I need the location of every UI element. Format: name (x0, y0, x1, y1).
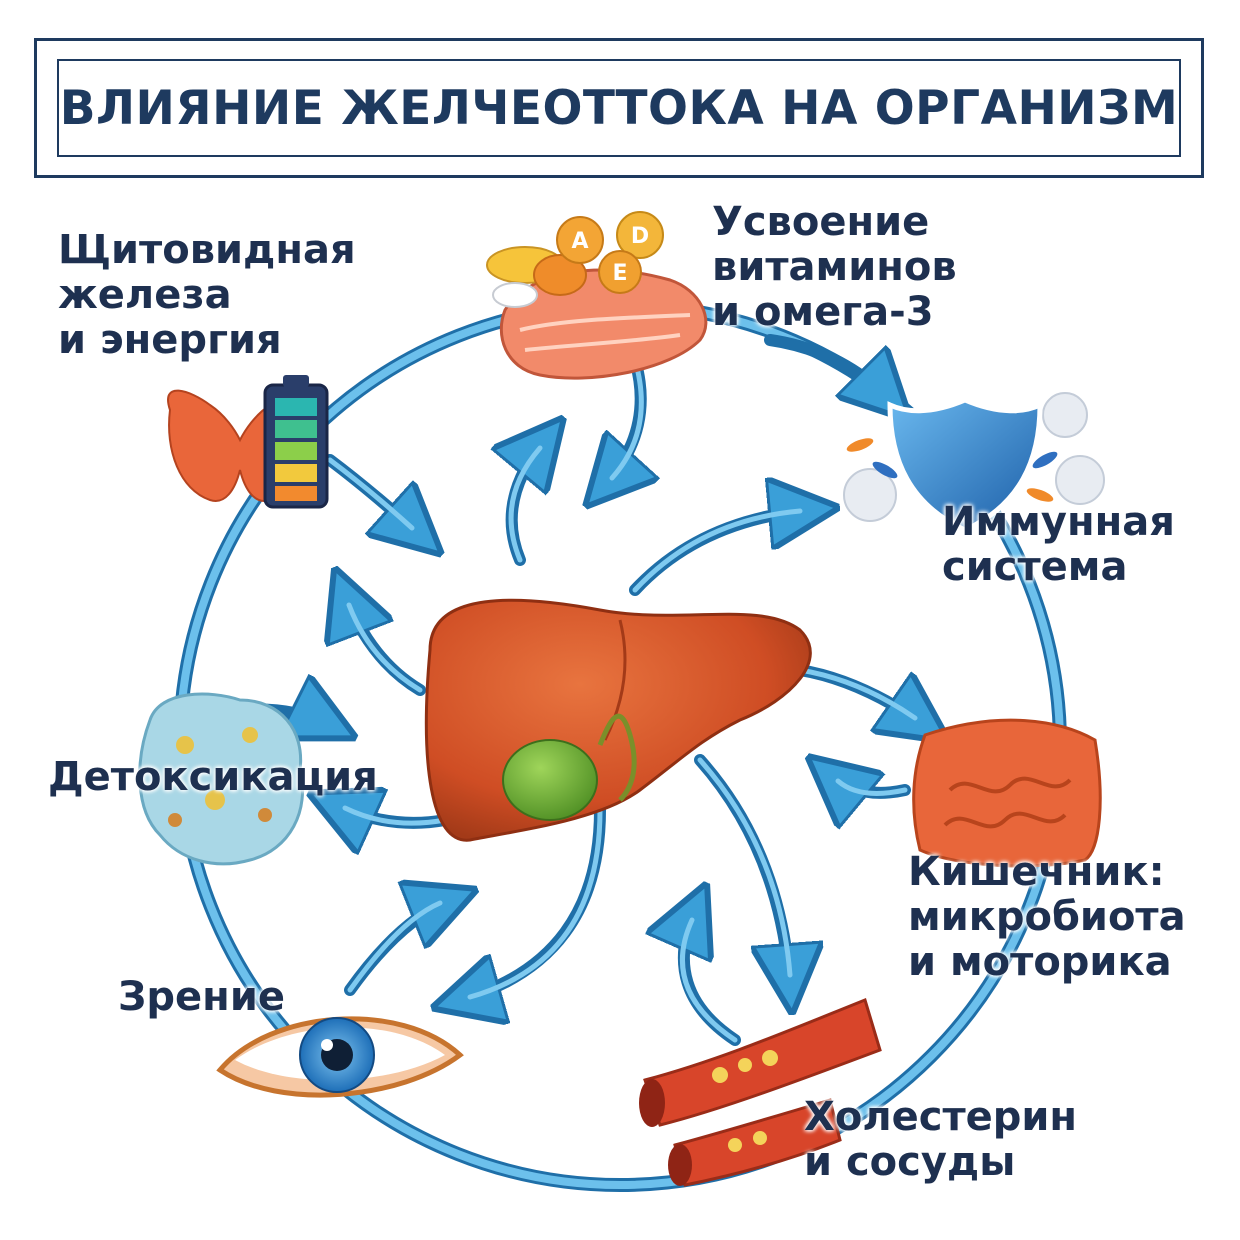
title-frame: ВЛИЯНИЕ ЖЕЛЧЕОТТОКА НА ОРГАНИЗМ (34, 38, 1204, 178)
blood-vessels-icon (639, 997, 882, 1187)
eye-icon (216, 1016, 464, 1098)
radial-arrows-highlight (327, 357, 918, 1043)
label-immune: Иммунная система (942, 499, 1175, 591)
arrow-liver-to-immune (629, 510, 810, 596)
title-inner-frame: ВЛИЯНИЕ ЖЕЛЧЕОТТОКА НА ОРГАНИЗМ (57, 59, 1181, 157)
liver-icon (424, 598, 812, 842)
salmon-icon (499, 268, 708, 380)
label-vitamins: Усвоение витаминов и омега-3 (712, 199, 957, 336)
arrow-liver-to-upper-left (345, 595, 426, 696)
label-intestine: Кишечник: микробиота и моторика (908, 849, 1186, 986)
gallbladder-icon (502, 739, 598, 821)
label-detox: Детоксикация (48, 754, 378, 800)
ring-arrow-vitamins-to-immune (764, 334, 890, 400)
label-cholesterol: Холестерин и сосуды (804, 1094, 1078, 1186)
battery-icon (263, 375, 329, 509)
arrow-vision-to-liver (344, 900, 450, 996)
label-vision: Зрение (118, 974, 285, 1020)
vitamin-a-letter: A (571, 229, 588, 254)
immune-shield-icon (843, 392, 1105, 533)
vitamin-e-letter: E (612, 261, 627, 286)
page-title: ВЛИЯНИЕ ЖЕЛЧЕОТТОКА НА ОРГАНИЗМ (59, 80, 1179, 136)
arrow-liver-to-cholesterol (694, 754, 790, 985)
vitamin-capsules-icon: A D E (486, 211, 664, 308)
intestine-icon (912, 718, 1102, 868)
arrow-liver-to-intestine (794, 664, 925, 725)
arrow-liver-to-vitamins (512, 440, 545, 566)
vitamin-d-letter: D (631, 224, 649, 249)
label-thyroid: Щитовидная железа и энергия (58, 227, 356, 364)
detox-tissue-icon (138, 692, 305, 866)
